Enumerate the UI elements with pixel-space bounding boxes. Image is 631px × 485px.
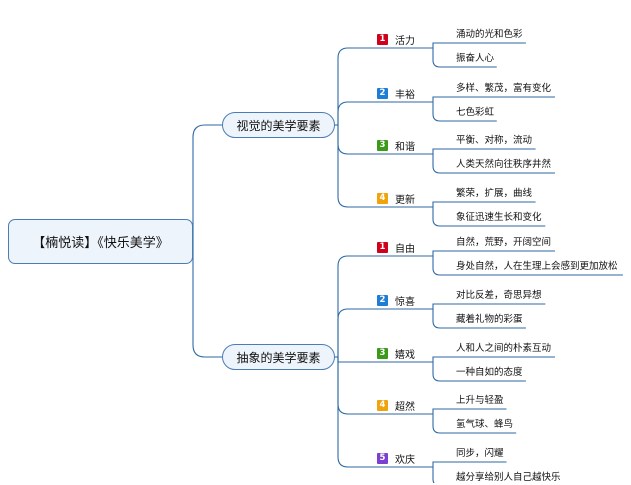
topic-0-0[interactable]: 1 活力 xyxy=(377,32,415,47)
topic-link-1-1 xyxy=(337,308,373,357)
priority-badge-icon: 2 xyxy=(377,294,388,306)
priority-badge-icon: 5 xyxy=(377,452,388,464)
topic-0-1[interactable]: 2 丰裕 xyxy=(377,86,415,101)
root-node[interactable]: 【楠悦读】《快乐美学》 xyxy=(8,219,193,264)
topic-link-0-2 xyxy=(337,125,373,155)
topic-label: 超然 xyxy=(395,401,415,413)
leaf-1-4-0[interactable]: 同步，闪耀 xyxy=(456,448,504,459)
leaf-1-0-0[interactable]: 自然，荒野，开阔空间 xyxy=(456,237,552,248)
priority-badge-icon: 4 xyxy=(377,192,388,204)
topic-label: 更新 xyxy=(395,194,415,206)
priority-badge-icon: 1 xyxy=(377,241,388,253)
leaf-link-0-1-0 xyxy=(432,96,452,102)
priority-badge-icon: 2 xyxy=(377,87,388,99)
topic-label: 嬉戏 xyxy=(395,349,415,361)
branch-label: 抽象的美学要素 xyxy=(236,350,321,365)
leaf-1-0-1[interactable]: 身处自然，人在生理上会感到更加放松 xyxy=(456,261,618,272)
topic-label: 和谐 xyxy=(395,141,415,153)
priority-badge-icon: 4 xyxy=(377,399,388,411)
leaf-link-0-0-1 xyxy=(432,48,452,68)
leaf-0-3-1[interactable]: 象征迅速生长和变化 xyxy=(456,212,542,223)
leaf-link-0-3-0 xyxy=(432,201,452,207)
leaf-link-0-1-1 xyxy=(432,102,452,122)
topic-1-0[interactable]: 1 自由 xyxy=(377,240,415,255)
branch-node-0[interactable]: 视觉的美学要素 xyxy=(222,112,335,138)
leaf-0-2-1[interactable]: 人类天然向往秩序井然 xyxy=(456,159,552,170)
leaf-link-0-2-0 xyxy=(432,148,452,154)
leaf-1-2-0[interactable]: 人和人之间的朴素互动 xyxy=(456,343,552,354)
topic-link-0-3 xyxy=(337,125,373,208)
topic-link-1-3 xyxy=(337,357,373,415)
topic-link-1-4 xyxy=(337,357,373,468)
leaf-link-0-0-0 xyxy=(432,42,452,48)
leaf-link-1-3-0 xyxy=(432,408,452,414)
priority-badge-icon: 3 xyxy=(377,347,388,359)
leaf-link-1-1-1 xyxy=(432,309,452,329)
leaf-link-1-4-0 xyxy=(432,461,452,467)
leaf-link-0-3-1 xyxy=(432,207,452,227)
priority-badge-icon: 3 xyxy=(377,139,388,151)
topic-label: 惊喜 xyxy=(395,296,415,308)
topic-label: 自由 xyxy=(395,243,415,255)
topic-label: 活力 xyxy=(395,35,415,47)
leaf-0-1-0[interactable]: 多样、繁茂，富有变化 xyxy=(456,83,552,94)
topic-link-1-0 xyxy=(337,255,373,357)
leaf-1-1-0[interactable]: 对比反差，奇思异想 xyxy=(456,290,542,301)
topic-1-3[interactable]: 4 超然 xyxy=(377,398,415,413)
topic-1-1[interactable]: 2 惊喜 xyxy=(377,293,415,308)
leaf-1-3-1[interactable]: 氢气球、蜂鸟 xyxy=(456,419,514,430)
leaf-link-1-1-0 xyxy=(432,303,452,309)
leaf-link-1-3-1 xyxy=(432,414,452,434)
leaf-0-1-1[interactable]: 七色彩虹 xyxy=(456,107,495,118)
leaf-0-0-0[interactable]: 涌动的光和色彩 xyxy=(456,29,523,40)
leaf-link-0-2-1 xyxy=(432,154,452,174)
priority-badge-icon: 1 xyxy=(377,33,388,45)
topic-1-4[interactable]: 5 欢庆 xyxy=(377,451,415,466)
leaf-0-3-0[interactable]: 繁荣，扩展，曲线 xyxy=(456,188,533,199)
topic-1-2[interactable]: 3 嬉戏 xyxy=(377,346,415,361)
leaf-link-1-4-1 xyxy=(432,467,435,483)
leaf-link-1-2-0 xyxy=(432,356,452,362)
leaf-link-1-0-1 xyxy=(432,256,452,276)
root-link-1 xyxy=(192,241,222,358)
branch-node-1[interactable]: 抽象的美学要素 xyxy=(222,344,335,370)
leaf-1-1-1[interactable]: 藏着礼物的彩蛋 xyxy=(456,314,523,325)
branch-label: 视觉的美学要素 xyxy=(236,118,321,133)
leaf-1-4-1[interactable]: 越分享给别人自己越快乐 xyxy=(456,472,561,483)
topic-link-0-0 xyxy=(337,47,373,125)
topic-0-3[interactable]: 4 更新 xyxy=(377,191,415,206)
leaf-0-2-0[interactable]: 平衡、对称，流动 xyxy=(456,135,533,146)
topic-label: 欢庆 xyxy=(395,454,415,466)
leaf-1-3-0[interactable]: 上升与轻盈 xyxy=(456,395,504,406)
topic-link-1-2 xyxy=(337,357,373,363)
root-link-0 xyxy=(192,124,222,241)
leaf-link-1-2-1 xyxy=(432,362,452,382)
leaf-link-1-0-0 xyxy=(432,250,452,256)
leaf-1-2-1[interactable]: 一种自如的态度 xyxy=(456,367,523,378)
topic-label: 丰裕 xyxy=(395,89,415,101)
topic-link-0-1 xyxy=(337,101,373,125)
root-label: 【楠悦读】《快乐美学》 xyxy=(32,236,169,251)
leaf-0-0-1[interactable]: 振奋人心 xyxy=(456,53,495,64)
topic-0-2[interactable]: 3 和谐 xyxy=(377,138,415,153)
